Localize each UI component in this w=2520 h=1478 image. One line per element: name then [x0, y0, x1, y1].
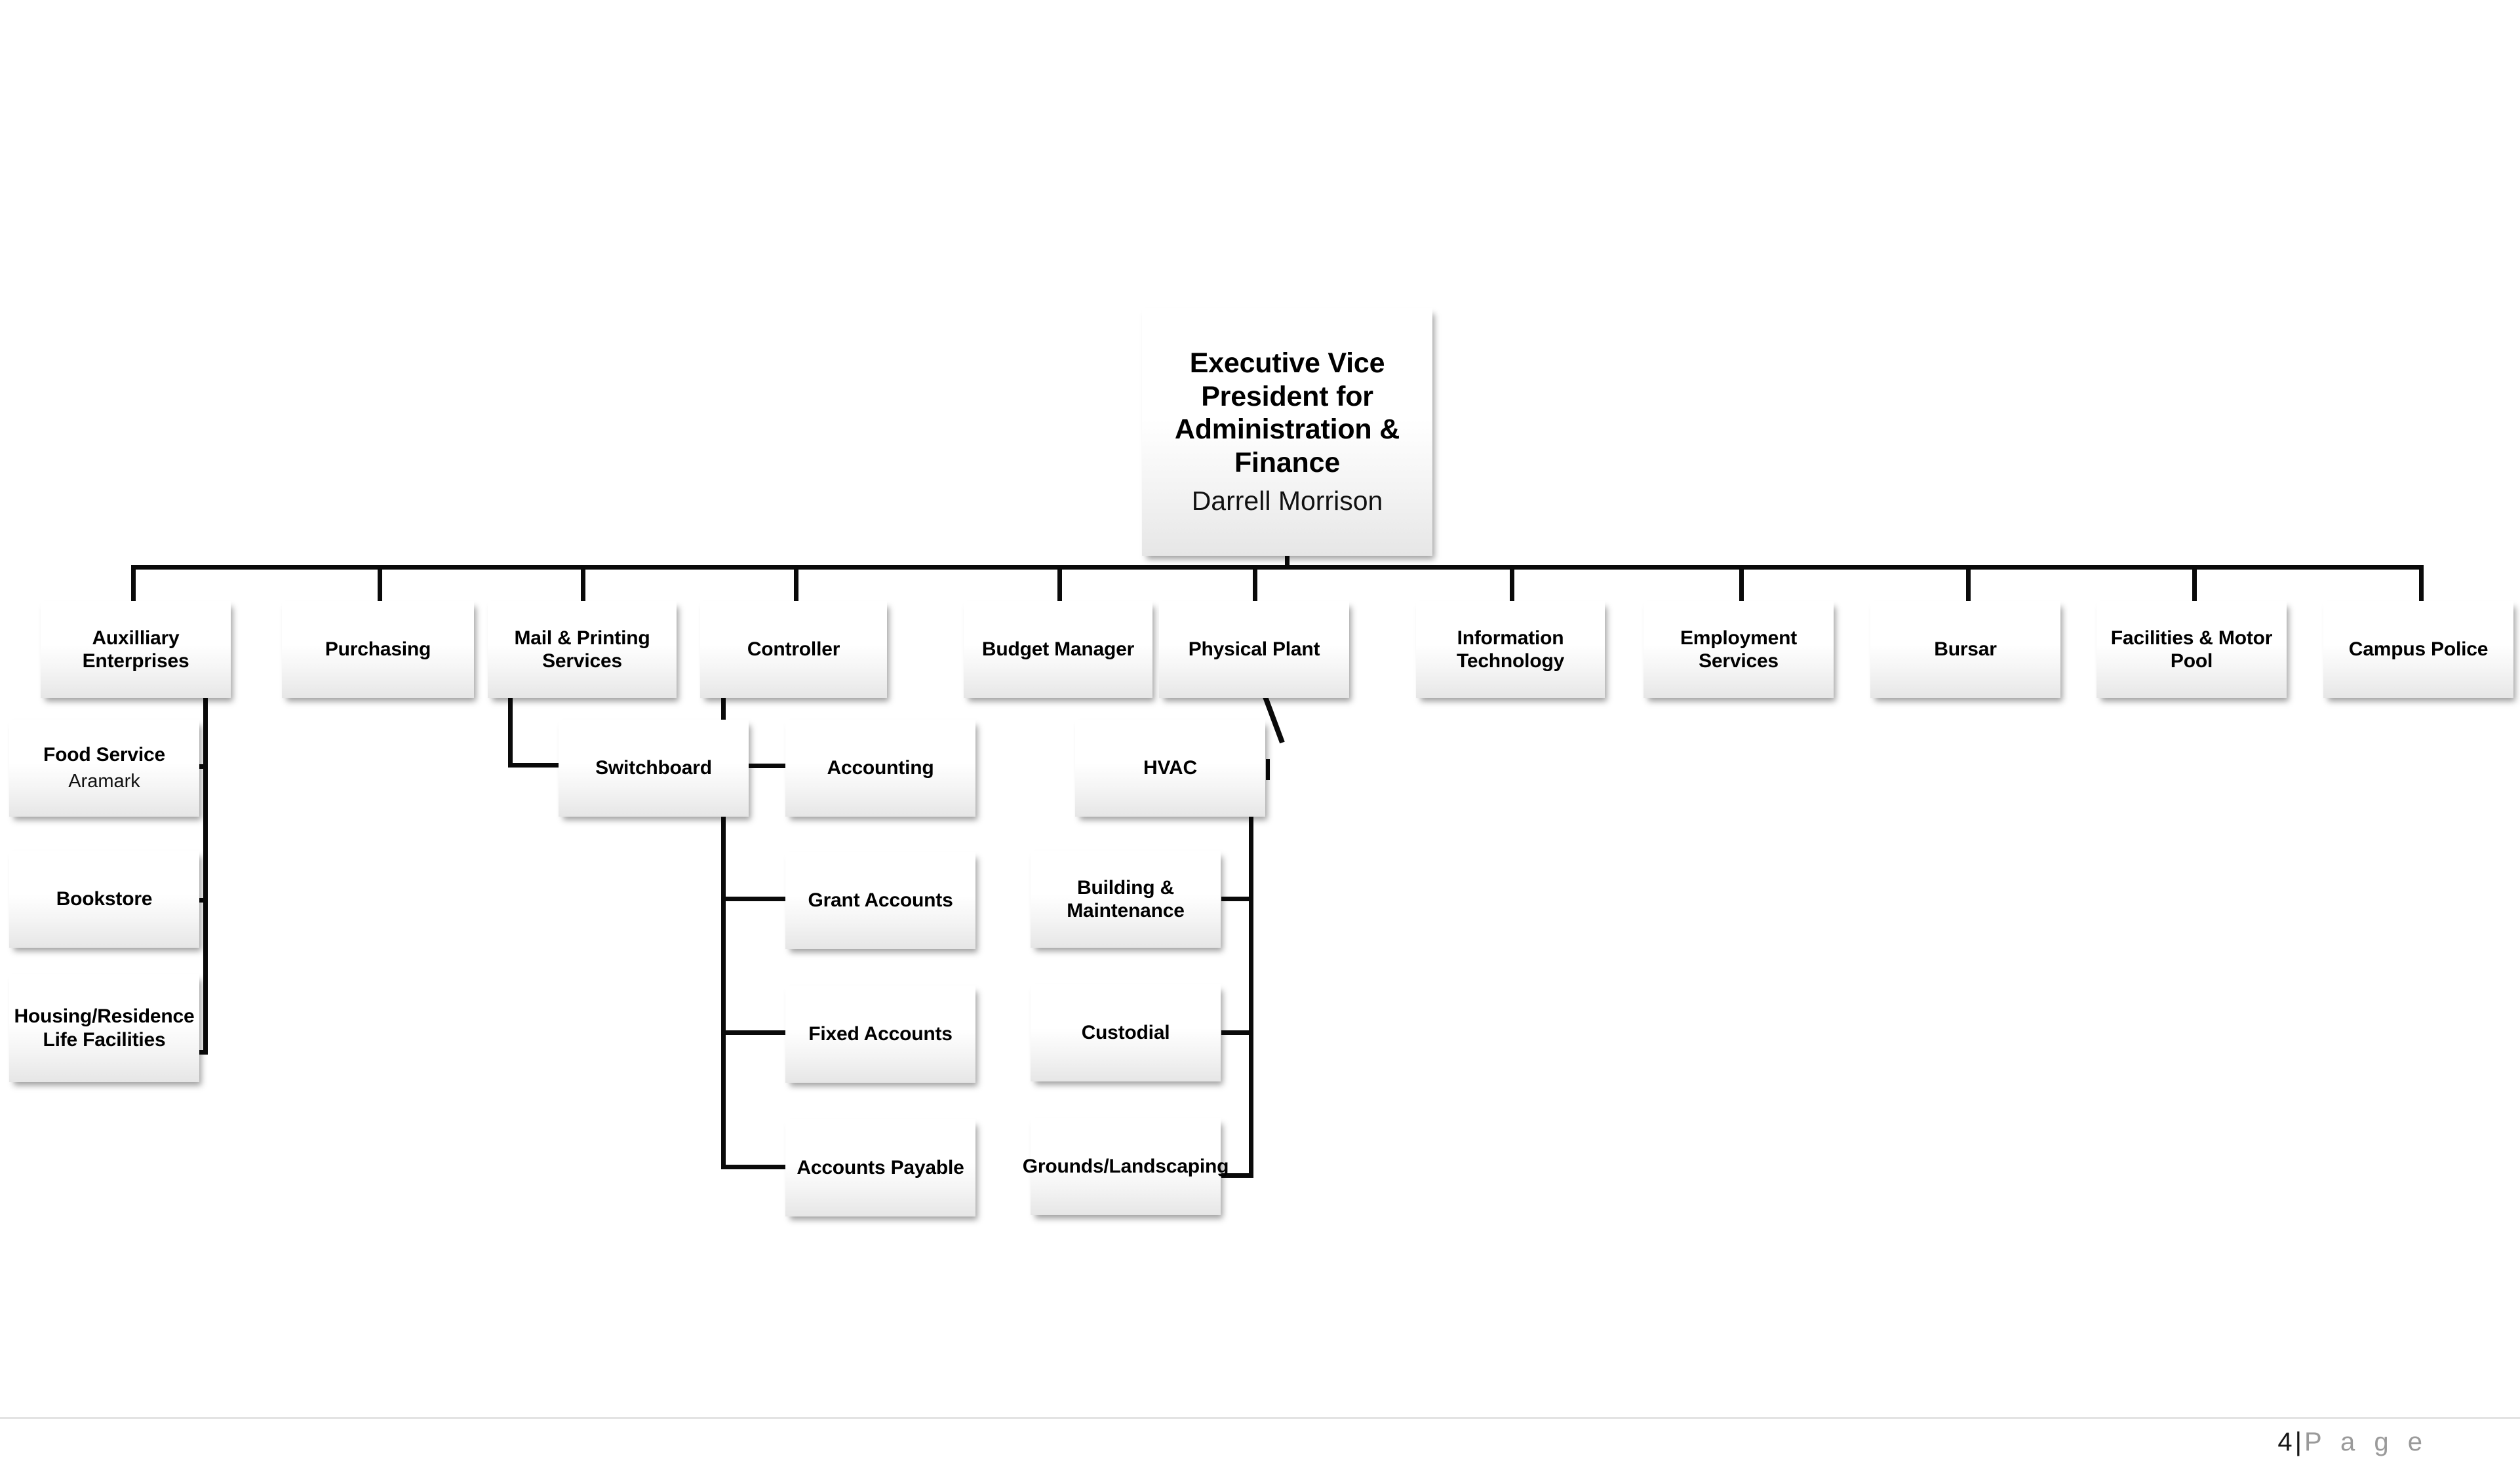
footer-page-number: 4: [2277, 1428, 2293, 1456]
connector-mail-stem: [508, 668, 513, 768]
node-physical-plant[interactable]: Physical Plant: [1159, 601, 1349, 698]
node-title: Building & Maintenance: [1067, 876, 1185, 922]
node-title: Accounting: [827, 757, 934, 779]
node-title: Physical Plant: [1188, 638, 1320, 661]
node-title: Bursar: [1934, 638, 1997, 661]
node-campus-police[interactable]: Campus Police: [2323, 601, 2513, 698]
node-title: Controller: [747, 638, 840, 661]
node-information-technology[interactable]: Information Technology: [1416, 601, 1605, 698]
footer-separator: |: [2294, 1428, 2302, 1456]
connector-drop-physical-plant: [1253, 565, 1257, 601]
node-housing-residence-life-facilities[interactable]: Housing/Residence Life Facilities: [9, 974, 199, 1082]
node-title: Grant Accounts: [808, 889, 953, 912]
node-title: Custodial: [1081, 1022, 1170, 1044]
node-custodial[interactable]: Custodial: [1031, 984, 1221, 1081]
connector-branch-building-maintenance: [1221, 897, 1253, 901]
node-executive-vice-president[interactable]: Executive Vice President for Administrat…: [1142, 308, 1432, 556]
node-title: Grounds/Landscaping: [1022, 1156, 1229, 1178]
node-title: Employment Services: [1680, 627, 1798, 672]
connector-drop-auxilliary: [131, 565, 136, 601]
page-footer: 4|P a g e: [2277, 1428, 2428, 1457]
node-hvac[interactable]: HVAC: [1075, 720, 1265, 817]
node-mail-printing-services[interactable]: Mail & Printing Services: [488, 601, 677, 698]
connector-spine-auxilliary: [203, 668, 208, 1055]
node-title: Executive Vice President for Administrat…: [1174, 347, 1400, 479]
node-title: Food Service: [43, 743, 165, 766]
connector-spine-controller: [721, 668, 726, 1169]
connector-root-stem: [1285, 556, 1290, 568]
node-title: Budget Manager: [981, 638, 1135, 661]
connector-branch-grant-accounts: [721, 897, 787, 901]
footer-page-label: P a g e: [2304, 1428, 2428, 1456]
node-grant-accounts[interactable]: Grant Accounts: [785, 852, 975, 949]
connector-drop-bursar: [1966, 565, 1971, 601]
node-fixed-accounts[interactable]: Fixed Accounts: [785, 986, 975, 1083]
connector-drop-facilities: [2192, 565, 2197, 601]
connector-drop-employment: [1739, 565, 1744, 601]
node-bursar[interactable]: Bursar: [1870, 601, 2060, 698]
node-person-name: Darrell Morrison: [1191, 485, 1383, 516]
connector-branch-grounds: [1221, 1173, 1253, 1178]
node-title: Housing/Residence Life Facilities: [14, 1005, 195, 1051]
connector-drop-mail: [581, 565, 585, 601]
node-title: Fixed Accounts: [808, 1023, 953, 1045]
node-title: Auxilliary Enterprises: [82, 627, 189, 672]
node-title: Information Technology: [1456, 627, 1565, 672]
node-title: Purchasing: [325, 638, 431, 661]
node-title: Switchboard: [595, 757, 712, 779]
node-title: HVAC: [1143, 757, 1197, 779]
connector-branch-accounting: [721, 764, 787, 768]
node-vendor-name: Aramark: [68, 771, 140, 792]
connector-drop-controller: [794, 565, 798, 601]
node-facilities-motor-pool[interactable]: Facilities & Motor Pool: [2097, 601, 2287, 698]
node-building-maintenance[interactable]: Building & Maintenance: [1031, 851, 1221, 948]
node-accounts-payable[interactable]: Accounts Payable: [785, 1119, 975, 1216]
node-title: Mail & Printing Services: [514, 627, 650, 672]
node-title: Facilities & Motor Pool: [2110, 627, 2273, 672]
connector-branch-custodial: [1221, 1030, 1253, 1035]
node-grounds-landscaping[interactable]: Grounds/Landscaping: [1023, 1118, 1229, 1215]
footer-divider: [0, 1417, 2520, 1419]
connector-main-trunk: [131, 565, 2424, 570]
node-switchboard[interactable]: Switchboard: [559, 720, 749, 817]
node-employment-services[interactable]: Employment Services: [1644, 601, 1834, 698]
node-accounting[interactable]: Accounting: [785, 720, 975, 817]
node-auxilliary-enterprises[interactable]: Auxilliary Enterprises: [41, 601, 231, 698]
connector-drop-campus-police: [2419, 565, 2424, 601]
node-budget-manager[interactable]: Budget Manager: [964, 601, 1152, 698]
connector-hvac-edge-stub: [1266, 759, 1270, 780]
connector-branch-accounts-payable: [721, 1165, 787, 1169]
connector-drop-budget: [1057, 565, 1062, 601]
connector-branch-fixed-accounts: [721, 1030, 787, 1035]
node-purchasing[interactable]: Purchasing: [282, 601, 474, 698]
node-food-service[interactable]: Food Service Aramark: [9, 720, 199, 817]
connector-drop-it: [1510, 565, 1514, 601]
connector-drop-purchasing: [378, 565, 382, 601]
connector-spine-hvac: [1249, 768, 1253, 1178]
node-title: Campus Police: [2348, 638, 2489, 661]
connector-mail-to-switchboard: [508, 763, 580, 768]
node-bookstore[interactable]: Bookstore: [9, 851, 199, 948]
node-controller[interactable]: Controller: [700, 601, 887, 698]
node-title: Bookstore: [56, 888, 153, 910]
node-title: Accounts Payable: [797, 1157, 964, 1179]
